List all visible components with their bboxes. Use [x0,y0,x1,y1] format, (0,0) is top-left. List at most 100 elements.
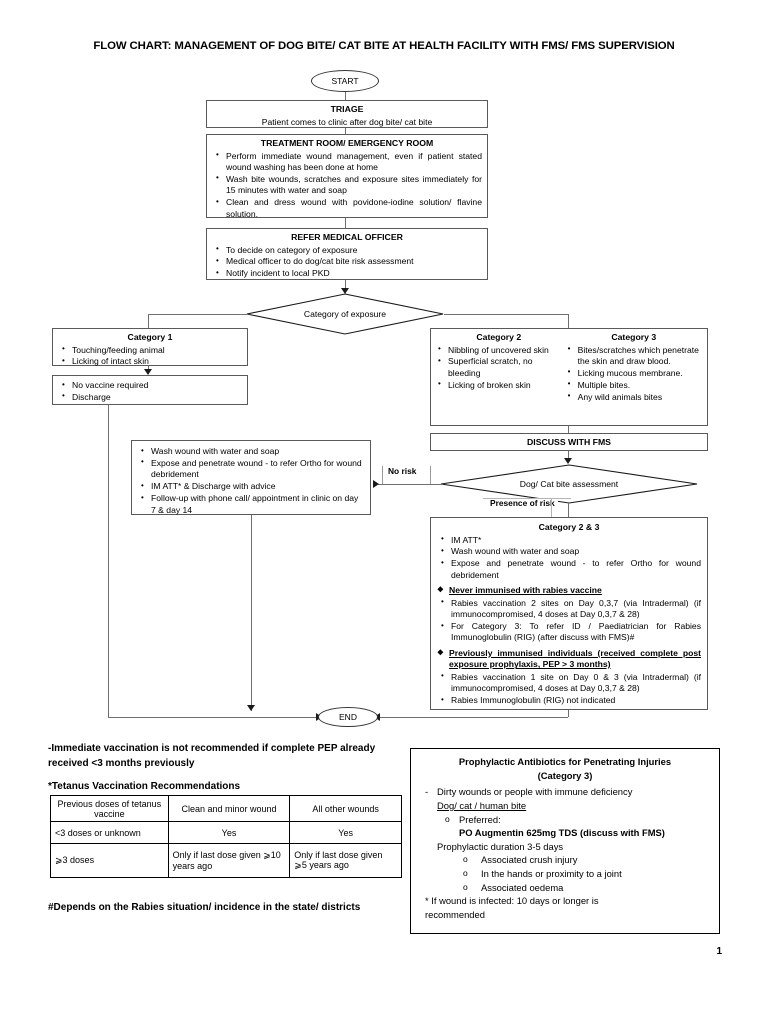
end-terminator: END [318,707,378,727]
category3-column: Category 3 Bites/scratches which penetra… [564,332,704,404]
presence-label-divider [551,498,552,517]
list-item: Rabies Immunoglobulin (RIG) not indicate… [437,695,701,706]
no-risk-label-divider [382,466,383,484]
arrow-to-category-decision [341,288,349,294]
no-risk-edge-label: No risk [385,466,420,476]
table-cell: <3 doses or unknown [50,821,169,844]
category1-action-box: No vaccine required Discharge [52,375,248,405]
category1-action-list: No vaccine required Discharge [58,379,242,403]
connector-cat23-discuss [568,426,569,433]
connector-treatment-refer [345,218,346,228]
end-label: END [339,712,357,722]
table-header-cell: Clean and minor wound [167,795,291,822]
connector-cat23-to-end-h [379,717,568,718]
list-item: Licking of intact skin [58,356,242,367]
connector-category1-to-end-h [108,717,321,718]
connector-category1-to-end [108,405,109,717]
connector-decision-right [444,314,568,315]
never-immunised-list: Rabies vaccination 2 sites on Day 0,3,7 … [437,597,701,644]
list-item: Wash bite wounds, scratches and exposure… [212,173,482,197]
antibiotics-subheading: Dog/ cat / human bite [437,799,527,811]
presence-label-top-rule [483,498,571,499]
page-number: 1 [716,946,722,957]
footnote-hash-note: #Depends on the Rabies situation/ incide… [48,902,361,913]
connector-no-risk-to-end [251,515,252,711]
category3-list: Bites/scratches which penetrate the skin… [564,344,704,404]
antibiotics-indication: Associated crush injury [419,853,711,867]
connector-cat23-to-end [568,710,569,717]
bite-assessment-decision: Dog/ Cat bite assessment [440,464,698,504]
triage-heading: TRIAGE [330,104,364,114]
bite-assessment-label: Dog/ Cat bite assessment [519,478,619,489]
category3-heading: Category 3 [611,332,657,342]
connector-discuss-assessment [568,451,569,461]
list-item: Bites/scratches which penetrate the skin… [564,344,704,368]
list-item: Licking of broken skin [434,379,564,391]
category1-list: Touching/feeding animal Licking of intac… [58,344,242,368]
list-item: Rabies vaccination 1 site on Day 0 & 3 (… [437,671,701,695]
antibiotics-indication: In the hands or proximity to a joint [419,867,711,881]
antibiotics-duration: Prophylactic duration 3-5 days [437,840,564,852]
start-terminator: START [311,70,379,92]
table-header-row: Previous doses of tetanus vaccine Clean … [50,795,402,822]
previously-immunised-group-heading: Previously immunised individuals (receiv… [437,648,701,671]
antibiotics-bullet: Dirty wounds or people with immune defic… [419,785,711,799]
connector-decision-right-down [568,314,569,328]
antibiotics-title-line1: Prophylactic Antibiotics for Penetrating… [458,756,672,767]
category2-column: Category 2 Nibbling of uncovered skin Su… [434,332,564,404]
list-item: Wash wound with water and soap [437,546,701,557]
antibiotics-footer-line1: * If wound is infected: 10 days or longe… [425,895,599,907]
category1-box: Category 1 Touching/feeding animal Licki… [52,328,248,368]
table-row: <3 doses or unknown Yes Yes [50,821,402,844]
antibiotics-panel: Prophylactic Antibiotics for Penetrating… [410,748,720,934]
list-item: For Category 3: To refer ID / Paediatric… [437,621,701,644]
list-item: IM ATT* & Discharge with advice [137,481,365,492]
category1-heading: Category 1 [127,332,173,342]
discuss-with-fms-box: DISCUSS WITH FMS [430,433,708,451]
triage-text: Patient comes to clinic after dog bite/ … [261,116,433,127]
group-heading: Previously immunised individuals (receiv… [437,648,701,671]
discuss-with-fms-label: DISCUSS WITH FMS [527,437,611,447]
tetanus-heading-note: *Tetanus Vaccination Recommendations [48,781,241,792]
list-item: No vaccine required [58,379,242,391]
no-risk-action-list: Wash wound with water and soap Expose an… [137,444,365,516]
treatment-room-heading: TREATMENT ROOM/ EMERGENCY ROOM [260,138,434,148]
tetanus-table: Previous doses of tetanus vaccine Clean … [50,795,402,878]
connector-no-risk [378,484,443,485]
page-title: FLOW CHART: MANAGEMENT OF DOG BITE/ CAT … [93,40,675,52]
connector-decision-left [148,314,248,315]
table-row: ⩾3 doses Only if last dose given ⩾10 yea… [50,843,402,878]
list-item: To decide on category of exposure [212,244,482,256]
list-item: Touching/feeding animal [58,344,242,356]
triage-box: TRIAGE Patient comes to clinic after dog… [206,100,488,128]
antibiotics-preferred-drug: PO Augmentin 625mg TDS (discuss with FMS… [459,827,665,839]
list-item: Expose and penetrate wound - to refer Or… [137,457,365,481]
refer-medical-officer-list: To decide on category of exposure Medica… [212,244,482,280]
list-item: Multiple bites. [564,379,704,391]
list-item: Wash wound with water and soap [137,445,365,457]
category23-action-list: IM ATT* Wash wound with water and soap E… [437,534,701,582]
list-item: Medical officer to do dog/cat bite risk … [212,256,482,267]
table-cell: Only if last dose given ⩾10 years ago [167,843,291,878]
connector-start-triage [345,92,346,100]
table-header-cell: All other wounds [289,795,402,822]
no-risk-action-box: Wash wound with water and soap Expose an… [131,440,371,515]
category-of-exposure-decision: Category of exposure [246,293,444,335]
list-item: Perform immediate wound management, even… [212,150,482,174]
connector-triage-treatment [345,128,346,134]
previously-immunised-list: Rabies vaccination 1 site on Day 0 & 3 (… [437,671,701,707]
connector-presence-of-risk [568,503,569,517]
list-item: Follow-up with phone call/ appointment i… [137,493,365,516]
antibiotics-preferred-label: Preferred: [419,813,711,827]
immediate-vaccination-note: -Immediate vaccination is not recommende… [48,743,376,769]
list-item: Superficial scratch, no bleeding [434,356,564,379]
never-immunised-group-heading: Never immunised with rabies vaccine [437,585,701,596]
category23-action-heading: Category 2 & 3 [538,522,600,532]
group-heading: Never immunised with rabies vaccine [437,585,701,596]
table-cell: ⩾3 doses [50,843,169,878]
list-item: Licking mucous membrane. [564,367,704,379]
list-item: Notify incident to local PKD [212,268,482,279]
table-header-cell: Previous doses of tetanus vaccine [50,795,169,822]
treatment-room-box: TREATMENT ROOM/ EMERGENCY ROOM Perform i… [206,134,488,219]
